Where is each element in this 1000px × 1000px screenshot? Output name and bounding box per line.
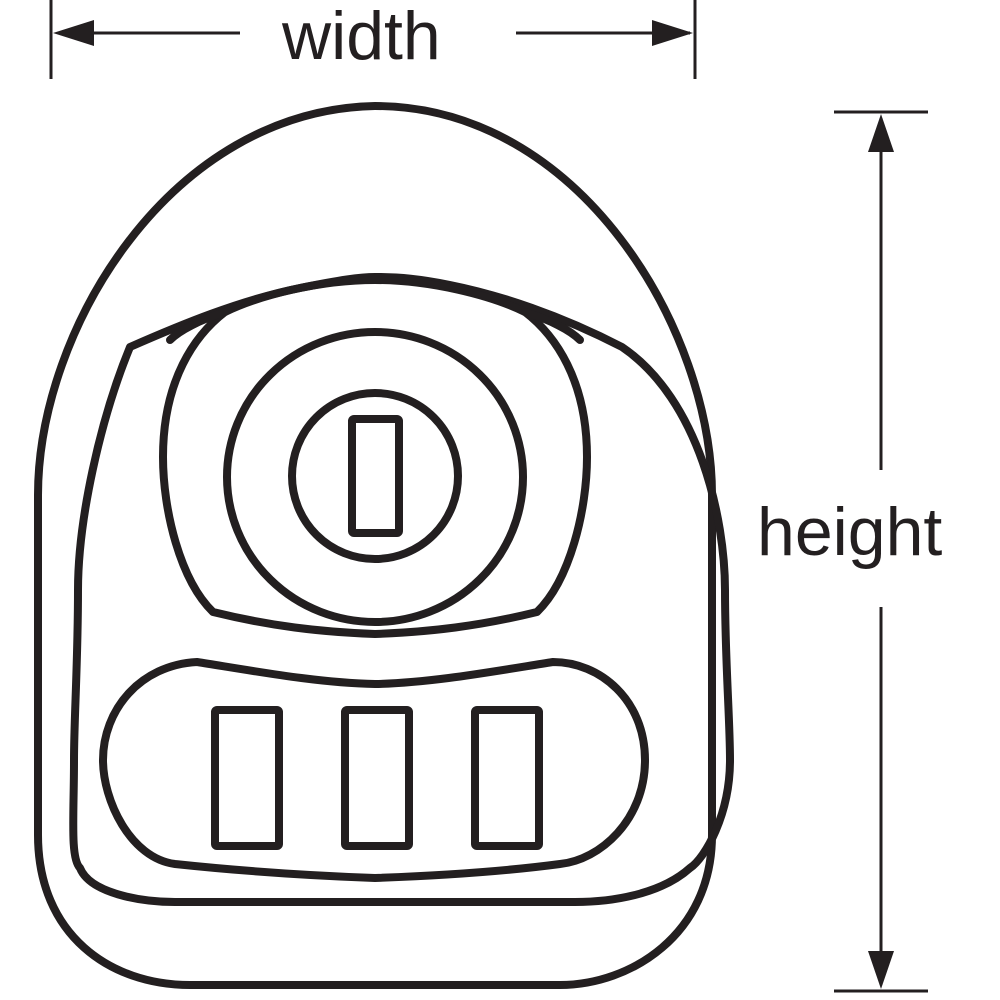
round-socket-inner-ring — [288, 389, 462, 563]
round-socket-slot — [348, 415, 403, 537]
arrow-up-icon — [868, 114, 894, 152]
flat-socket-slot-1 — [211, 706, 283, 850]
round-socket-middle-ring — [223, 328, 527, 626]
flat-socket-slot-2 — [341, 706, 413, 850]
height-label: height — [757, 494, 943, 570]
round-socket-shoulder-right — [521, 308, 584, 344]
arrow-right-icon — [652, 20, 693, 46]
round-socket-shoulder-left — [166, 308, 229, 344]
flat-socket-housing — [99, 658, 649, 882]
width-label: width — [282, 0, 441, 74]
width-dimension — [49, 0, 697, 79]
height-dimension — [834, 110, 928, 993]
outer-body-outline — [34, 102, 716, 989]
arrow-down-icon — [868, 951, 894, 989]
arrow-left-icon — [53, 20, 94, 46]
flat-socket-slot-3 — [471, 706, 543, 850]
